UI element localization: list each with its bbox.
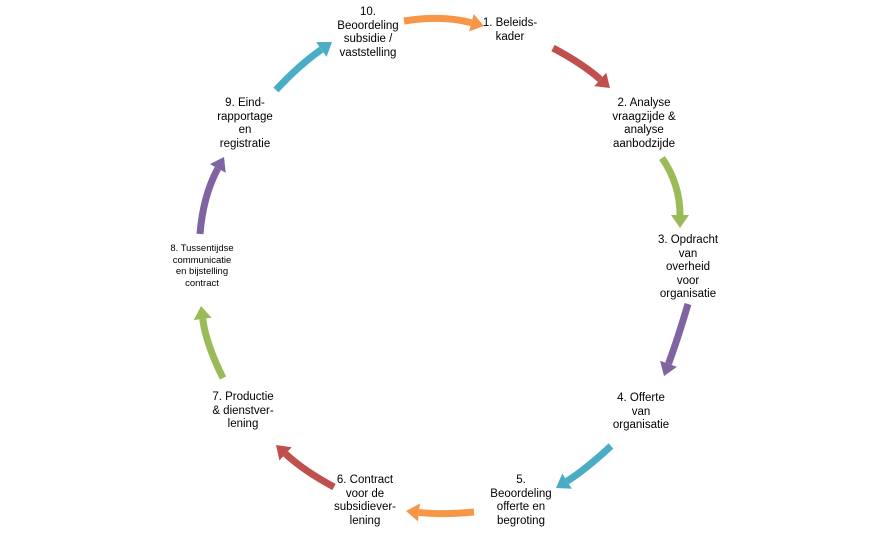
cycle-arrow-1: [403, 13, 484, 32]
cycle-arrow-2: [551, 44, 610, 88]
cycle-arrow-6: [406, 503, 475, 522]
cycle-arrow-8: [193, 306, 227, 380]
cycle-arrow-10: [273, 42, 332, 93]
step-8-tussentijdse-communicatie: 8. Tussentijdse communicatie en bijstell…: [170, 243, 234, 289]
cycle-arrow-5: [556, 443, 614, 489]
step-9-eindrapportage: 9. Eind- rapportage en registratie: [217, 97, 273, 150]
step-4-offerte: 4. Offerte van organisatie: [612, 392, 670, 431]
cycle-arrow-3: [659, 156, 689, 228]
cycle-arrow-7: [276, 445, 336, 491]
cycle-arrow-9: [196, 157, 226, 235]
step-5-beoordeling-offerte: 5. Beoordeling offerte en begroting: [490, 474, 552, 527]
step-3-opdracht: 3. Opdracht van overheid voor organisati…: [657, 234, 719, 300]
cycle-arrow-4: [660, 303, 692, 376]
step-2-analyse: 2. Analyse vraagzijde & analyse aanbodzi…: [612, 97, 676, 150]
step-7-productie: 7. Productie & dienstver- lening: [212, 391, 274, 430]
step-1-beleidskader: 1. Beleids- kader: [482, 17, 538, 43]
step-6-contract: 6. Contract voor de subsidiever- lening: [334, 474, 396, 527]
step-10-beoordeling-subsidie: 10. Beoordeling subsidie / vaststelling: [337, 6, 399, 59]
